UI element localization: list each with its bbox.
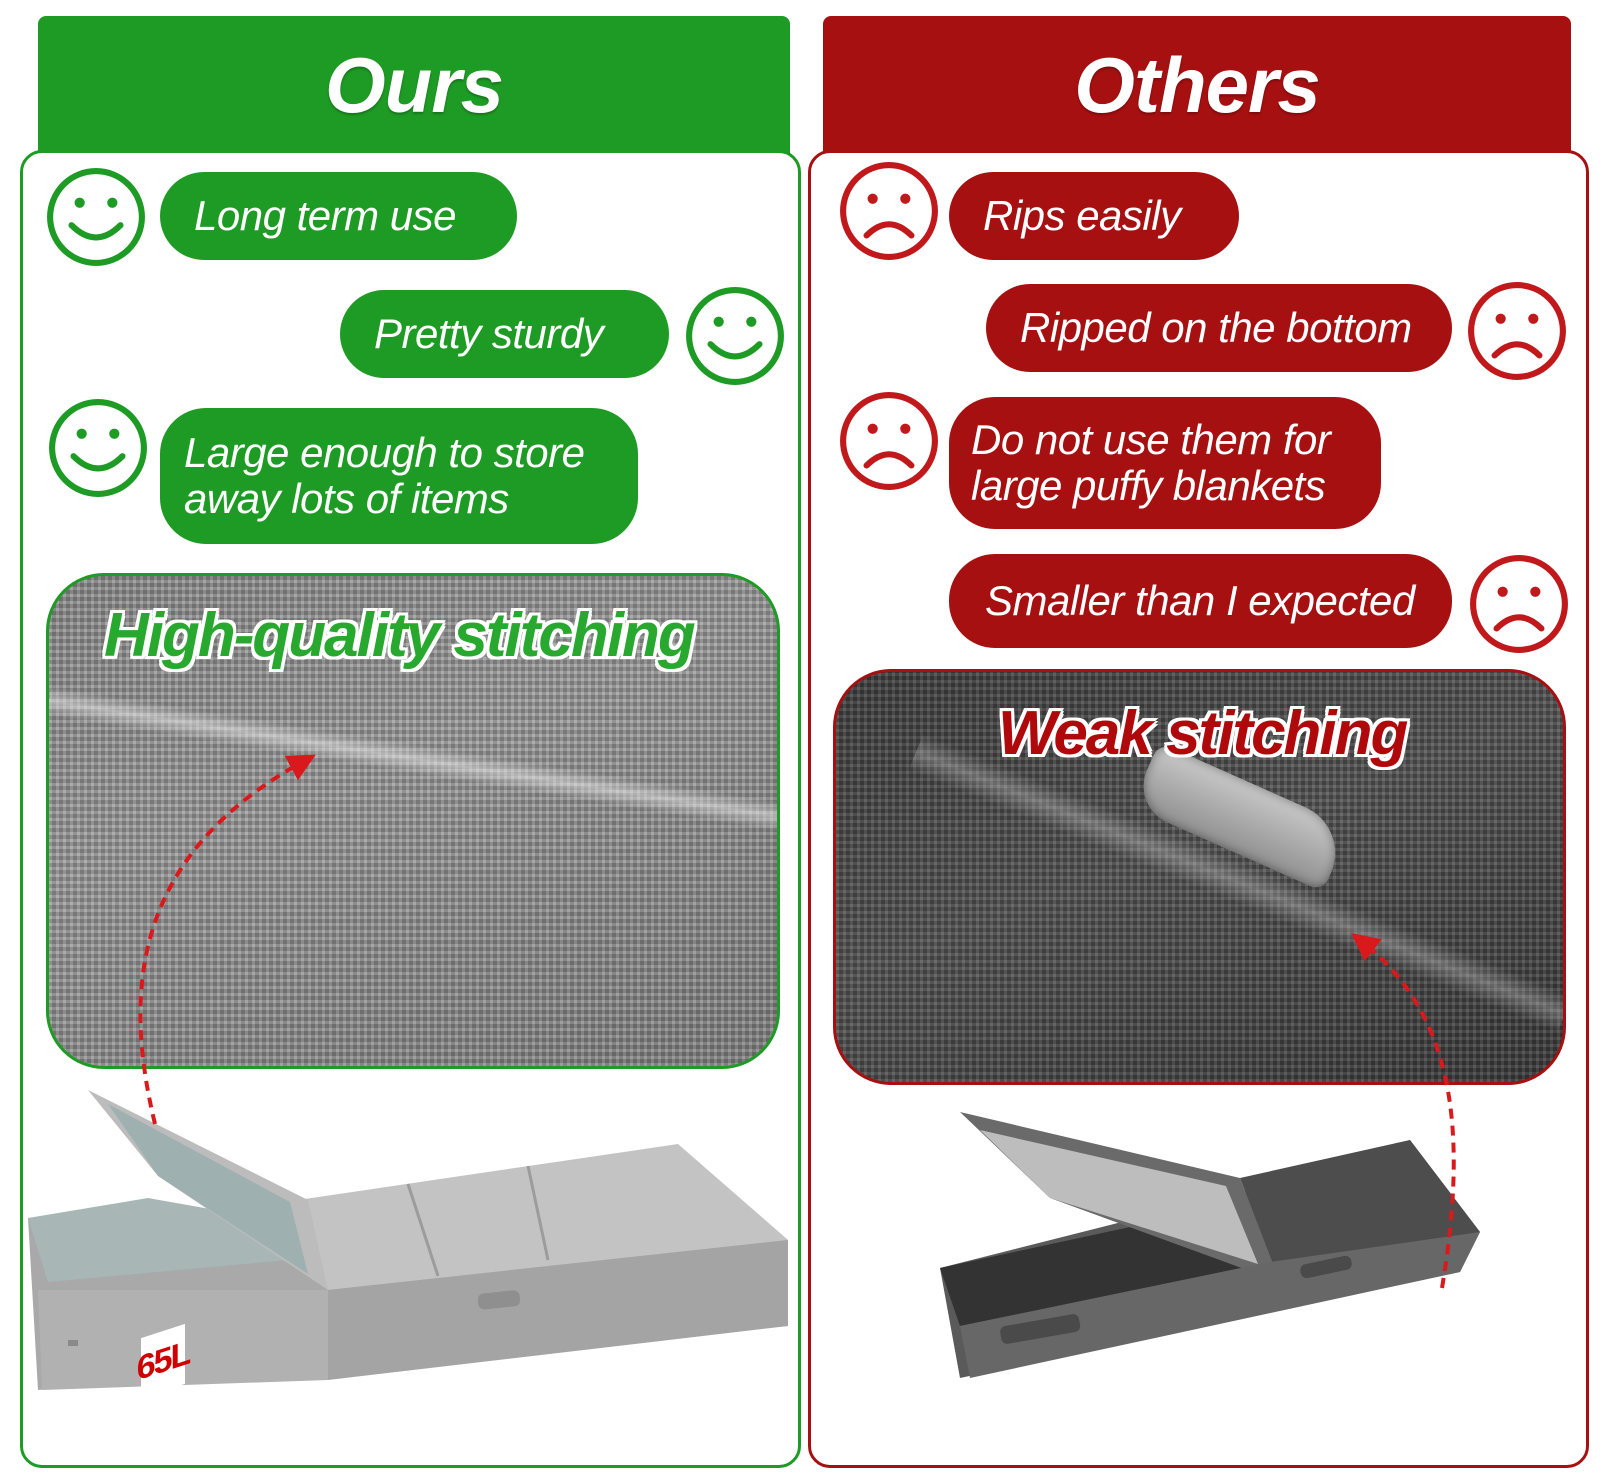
con-rips-easily: Rips easily (949, 172, 1239, 260)
pro-label: Long term use (194, 192, 457, 239)
ours-storage-box-image (28, 1090, 788, 1390)
ours-title: Ours (324, 40, 504, 129)
con-label: Ripped on the bottom (1020, 304, 1412, 351)
con-label-line1: Do not use them for (971, 416, 1331, 463)
sad-face-icon (1470, 555, 1568, 653)
others-header: Others (823, 16, 1571, 154)
ours-header: Ours (38, 16, 790, 154)
pro-label: Pretty sturdy (374, 310, 604, 357)
con-label: Rips easily (983, 192, 1181, 239)
stitch-seam (49, 686, 777, 835)
pro-label-line2: away lots of items (184, 475, 509, 522)
others-title: Others (1074, 40, 1320, 129)
pro-label-line1: Large enough to store (184, 429, 585, 476)
sad-face-icon (840, 392, 938, 490)
pro-pretty-sturdy: Pretty sturdy (340, 290, 669, 378)
photo-title-weak: Weak stitching (998, 699, 1408, 768)
con-label-line2: large puffy blankets (971, 462, 1326, 509)
pro-long-term-use: Long term use (160, 172, 517, 260)
con-smaller-than-expected: Smaller than I expected (949, 554, 1452, 648)
photo-title-high-quality: High-quality stitching (104, 601, 696, 670)
smiley-face-icon (49, 399, 147, 497)
sad-face-icon (1468, 282, 1566, 380)
others-storage-box-image (940, 1112, 1480, 1378)
con-puffy-blankets: Do not use them for large puffy blankets (949, 397, 1381, 529)
smiley-face-icon (686, 287, 784, 385)
con-ripped-bottom: Ripped on the bottom (986, 284, 1452, 372)
sad-face-icon (840, 162, 938, 260)
pro-large-enough: Large enough to store away lots of items (160, 408, 638, 544)
con-label: Smaller than I expected (985, 577, 1415, 624)
smiley-face-icon (47, 168, 145, 266)
